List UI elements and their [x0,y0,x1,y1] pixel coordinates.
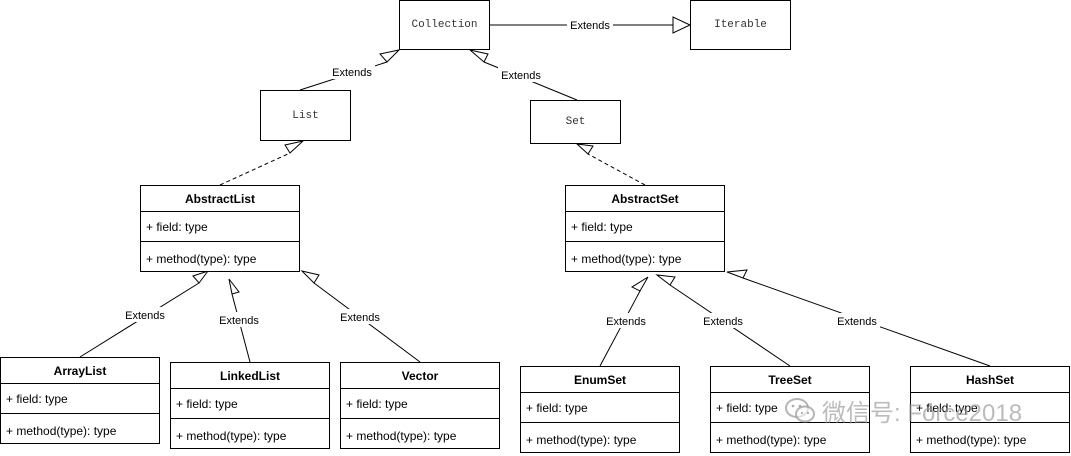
class-field: + field: type [911,393,1069,423]
class-method: + method(type): type [6,423,117,438]
class-name: Vector [341,363,499,389]
label-extends-enumset: Extends [606,316,646,328]
hashset-class[interactable]: HashSet + field: type + method(type): ty… [910,366,1070,453]
class-name: EnumSet [521,367,679,393]
arrowhead-collection-right [469,49,489,63]
iterable-box[interactable]: Iterable [690,0,791,50]
edge-linkedlist-abstractlist [231,293,251,363]
abstractset-class[interactable]: AbstractSet + field: type + method(type)… [565,185,725,272]
arrowhead-abstractset-3 [726,269,748,279]
list-box[interactable]: List [260,90,351,141]
edge-abstractset-set [587,153,646,186]
arrowhead-abstractlist-2 [228,278,240,295]
edge-abstractlist-list [219,152,291,186]
arrowhead-collection-left [379,49,401,63]
label-extends-linkedlist: Extends [219,315,259,327]
class-name: LinkedList [171,363,329,389]
class-method: + method(type): type [716,432,827,447]
abstractlist-class[interactable]: AbstractList + field: type + method(type… [140,185,300,272]
arraylist-class[interactable]: ArrayList + field: type + method(type): … [0,357,160,444]
watermark-text: 微信号: Force2018 [822,400,1023,427]
class-name: TreeSet [711,367,869,393]
edge-enumset-abstractset [599,290,641,367]
class-method: + method(type): type [176,428,287,443]
enumset-class[interactable]: EnumSet + field: type + method(type): ty… [520,366,680,453]
arrowhead-list [284,140,305,154]
class-field: + field: type [521,393,679,423]
arrowhead-iterable [672,16,692,34]
class-name: AbstractList [141,186,299,212]
class-method: + method(type): type [526,432,637,447]
label-extends-treeset: Extends [703,316,743,328]
set-box[interactable]: Set [530,100,621,144]
class-field: + field: type [141,212,299,242]
arrowhead-abstractlist-1 [192,270,210,284]
class-field: + field: type [341,389,499,419]
class-field: + field: type [1,384,159,414]
label-extends-iterable: Extends [570,20,610,32]
linkedlist-class[interactable]: LinkedList + field: type + method(type):… [170,362,330,449]
wechat-icon [785,397,815,422]
class-field: + field: type [711,393,869,423]
class-field: + field: type [171,389,329,419]
label-extends-hashset: Extends [837,316,877,328]
class-method: + method(type): type [571,251,682,266]
class-name: ArrayList [1,358,159,384]
class-name: HashSet [911,367,1069,393]
class-method: + method(type): type [916,432,1027,447]
treeset-class[interactable]: TreeSet + field: type + method(type): ty… [710,366,870,453]
label-extends-vector: Extends [340,312,380,324]
label-extends-set: Extends [501,70,541,82]
collection-box[interactable]: Collection [399,0,490,50]
class-method: + method(type): type [346,428,457,443]
label-extends-list: Extends [332,67,372,79]
class-method: + method(type): type [146,251,257,266]
watermark: 微信号: Force2018 [784,393,1022,428]
class-field: + field: type [566,212,724,242]
arrowhead-abstractset-1 [630,276,649,292]
arrowhead-set [575,143,594,155]
arrowhead-abstractset-2 [655,274,676,286]
vector-class[interactable]: Vector + field: type + method(type): typ… [340,362,500,449]
class-name: AbstractSet [566,186,724,212]
arrowhead-abstractlist-3 [300,270,320,284]
label-extends-arraylist: Extends [125,310,165,322]
